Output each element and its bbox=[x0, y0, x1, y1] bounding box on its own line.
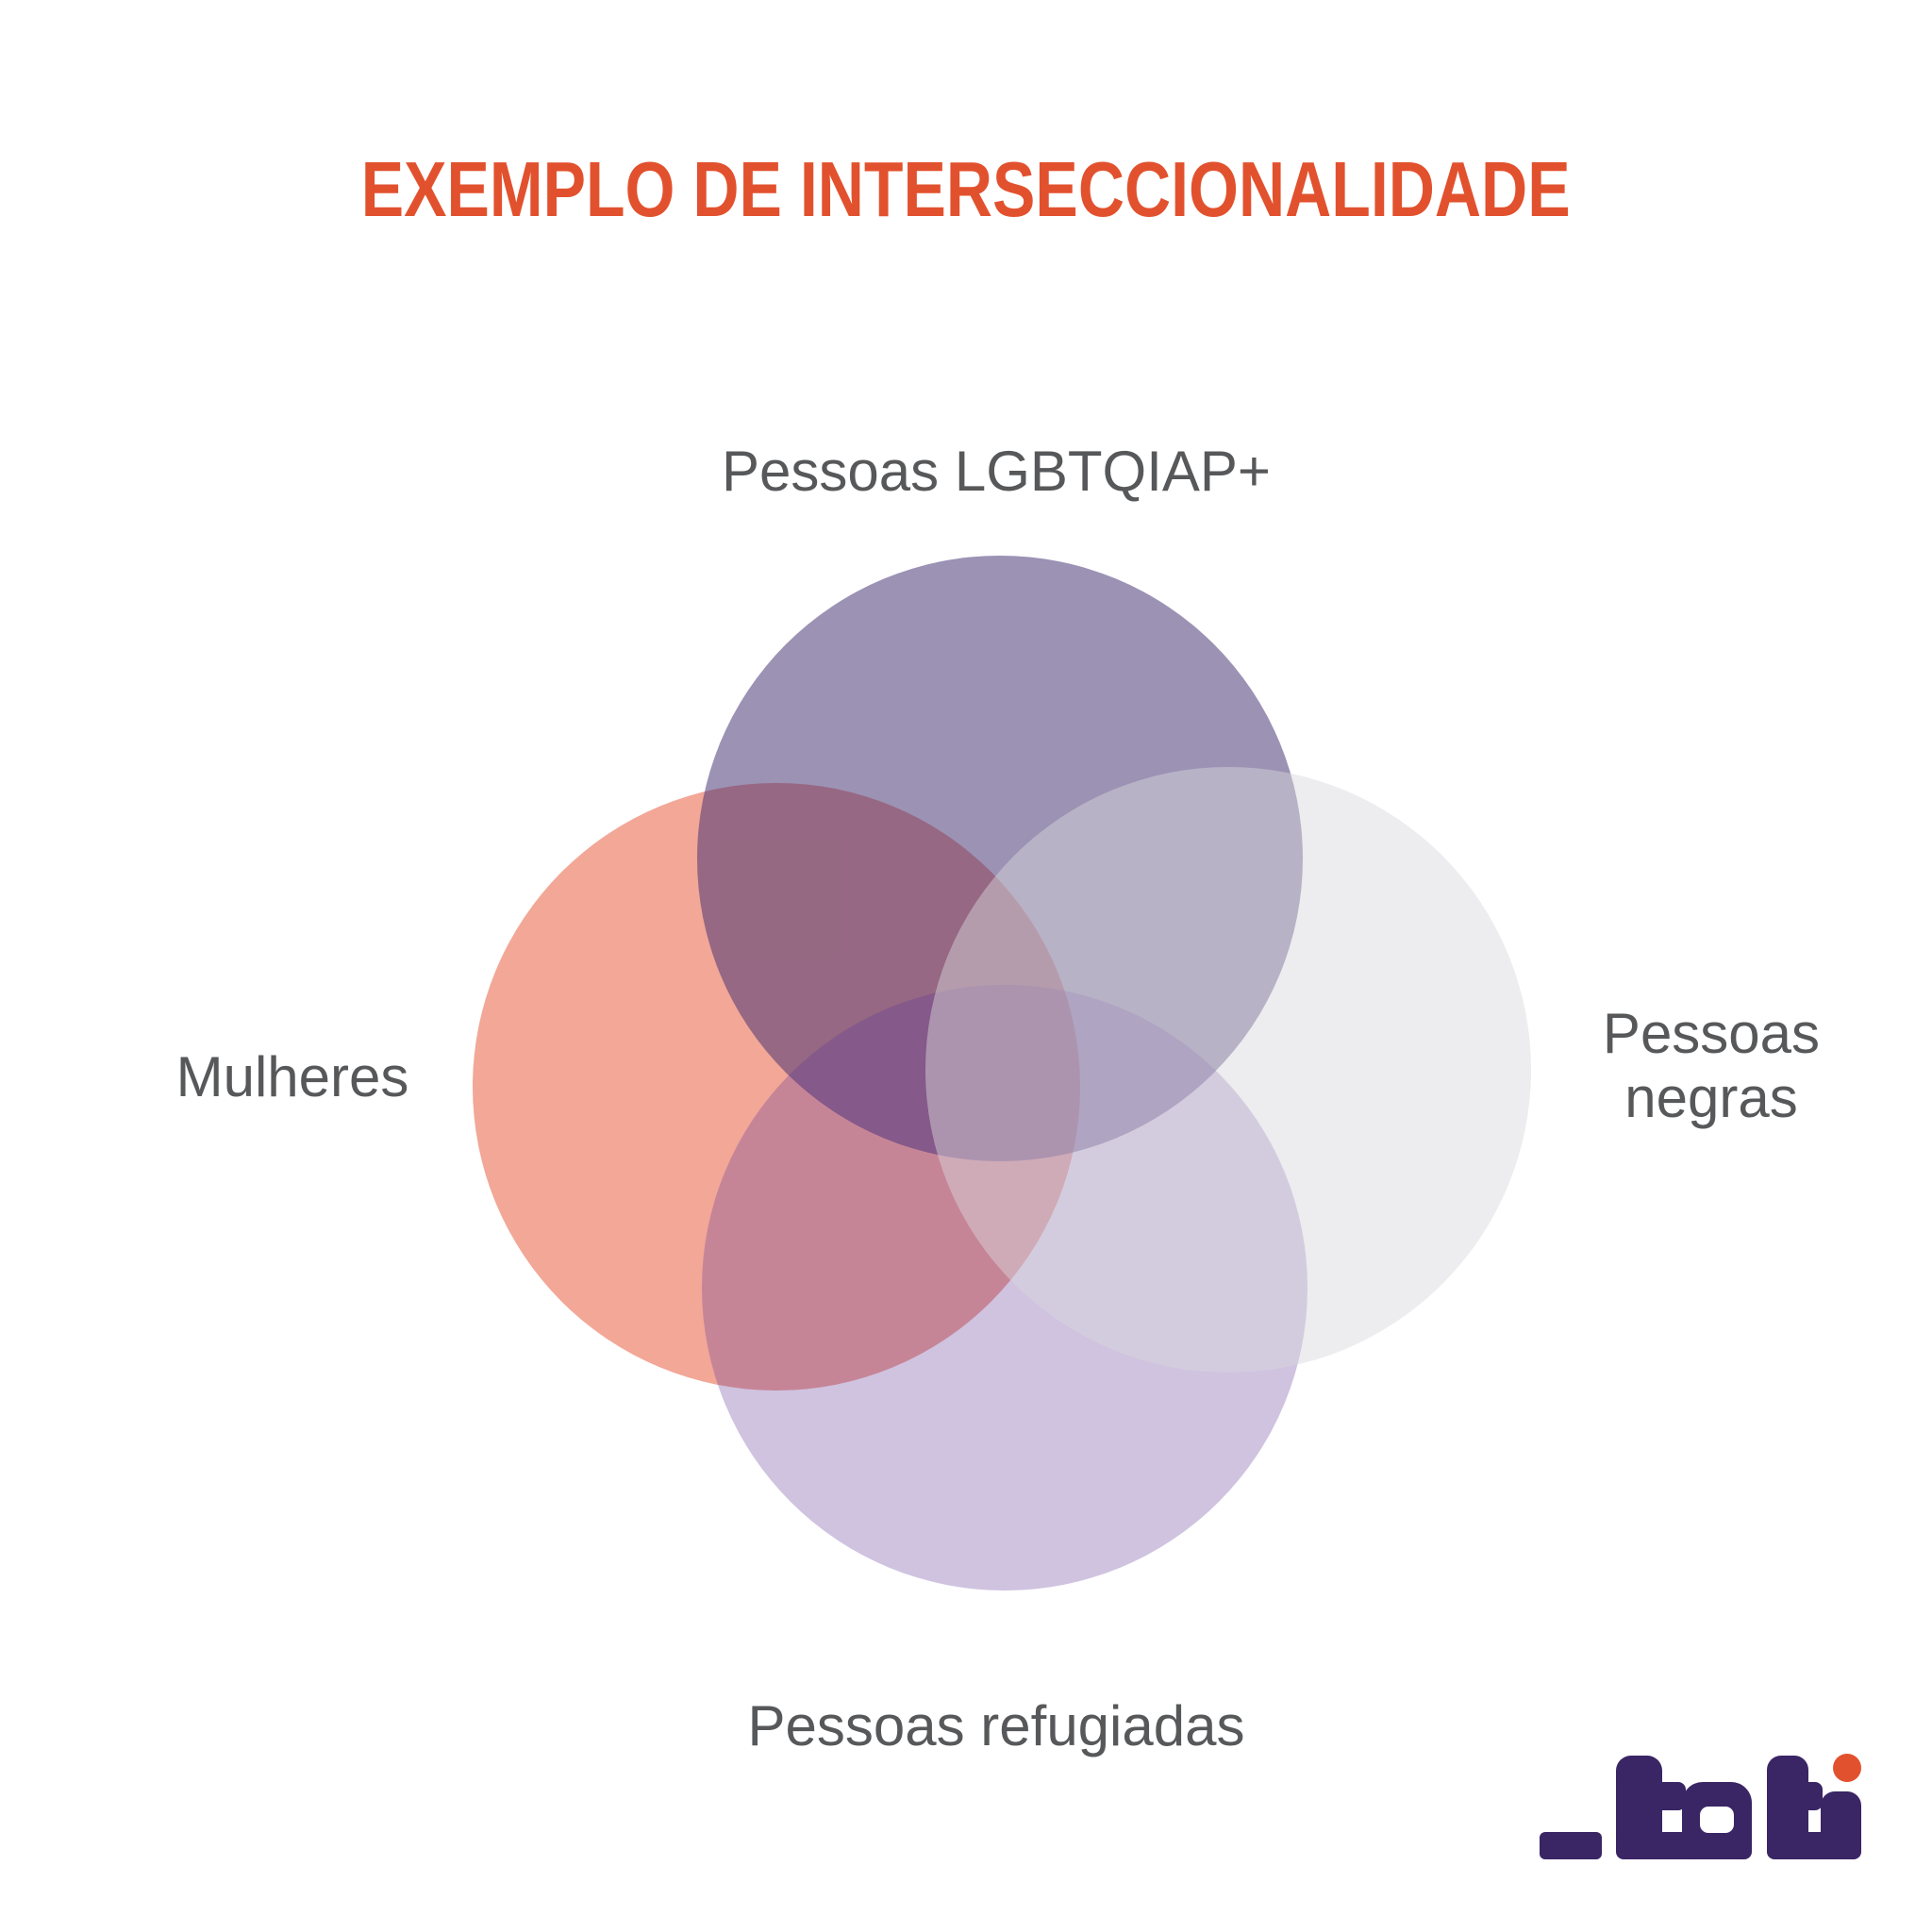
toti-logo bbox=[1540, 1754, 1861, 1859]
toti-logo-letters bbox=[1540, 1756, 1861, 1859]
toti-logo-underscore bbox=[1540, 1832, 1602, 1859]
page-title-text: EXEMPLO DE INTERSECCIONALIDADE bbox=[361, 145, 1571, 233]
toti-logo-t2-crossbar bbox=[1767, 1782, 1823, 1810]
venn-label-mulheres: Mulheres bbox=[175, 1045, 409, 1108]
toti-logo-o-hole bbox=[1700, 1807, 1734, 1833]
toti-logo-i-dot bbox=[1833, 1754, 1861, 1782]
venn-label-lgbtqiap: Pessoas LGBTQIAP+ bbox=[722, 440, 1271, 503]
venn-circle-negras bbox=[925, 767, 1531, 1373]
venn-circle-refugiadas bbox=[702, 985, 1307, 1591]
venn-label-refugiadas: Pessoas refugiadas bbox=[747, 1694, 1245, 1757]
venn-circle-lgbtqiap bbox=[697, 556, 1303, 1161]
venn-label-negras: Pessoas negras bbox=[1602, 1002, 1821, 1129]
toti-logo-i-stem bbox=[1821, 1791, 1861, 1859]
toti-logo-t1-crossbar bbox=[1616, 1782, 1686, 1810]
page-title: EXEMPLO DE INTERSECCIONALIDADE bbox=[0, 149, 1932, 253]
